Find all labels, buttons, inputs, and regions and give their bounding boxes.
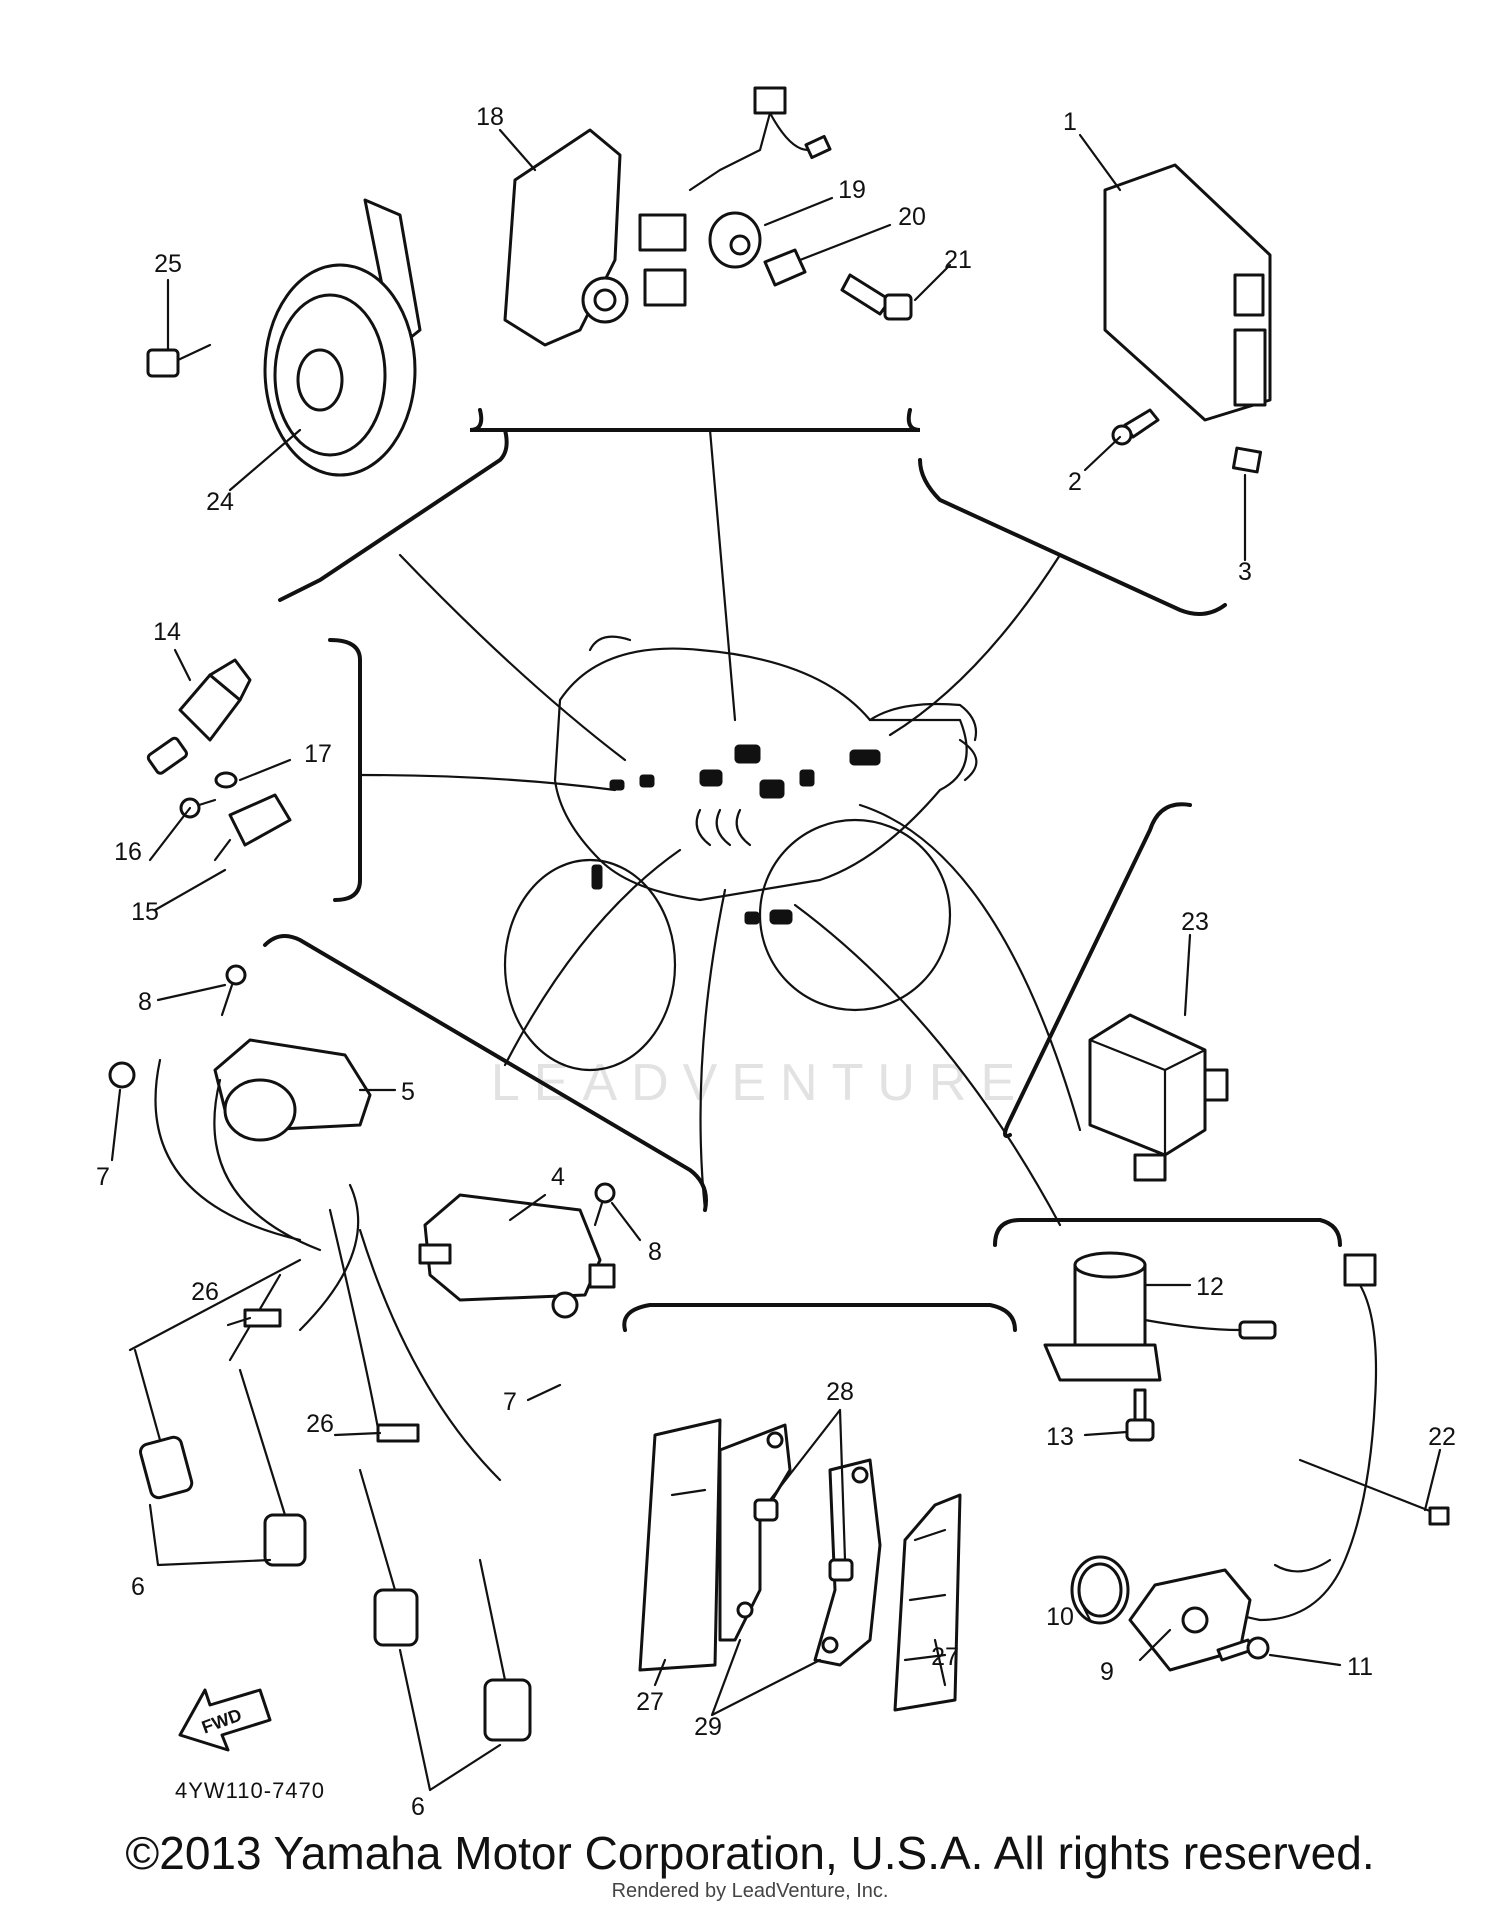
part-20-collar — [763, 248, 807, 287]
label-28: 28 — [826, 1378, 854, 1406]
part-6-plug-leads — [128, 1058, 532, 1742]
label-16: 16 — [114, 838, 142, 866]
part-24-horn — [263, 198, 422, 477]
label-12: 12 — [1196, 1273, 1224, 1301]
label-21: 21 — [944, 246, 972, 274]
part-4-ignition-coil — [418, 1193, 616, 1302]
label-6a: 6 — [131, 1573, 145, 1601]
part-10-oring — [1070, 1555, 1130, 1625]
label-24: 24 — [206, 488, 234, 516]
label-27a: 27 — [636, 1688, 664, 1716]
label-20: 20 — [898, 203, 926, 231]
rendered-by-notice: Rendered by LeadVenture, Inc. — [611, 1880, 889, 1902]
diagram-code: 4YW110-7470 — [175, 1778, 325, 1803]
part-26-clamps — [243, 1308, 420, 1443]
label-10: 10 — [1046, 1603, 1074, 1631]
part-21-bolt — [840, 273, 913, 321]
leader-lines — [110, 128, 1442, 1792]
label-8a: 8 — [138, 988, 152, 1016]
part-23-relay — [1088, 1013, 1229, 1182]
fwd-arrow: FWD — [178, 1688, 272, 1752]
label-26a: 26 — [191, 1278, 219, 1306]
label-4: 4 — [551, 1163, 565, 1191]
label-22: 22 — [1428, 1423, 1456, 1451]
label-11: 11 — [1347, 1653, 1373, 1681]
part-1-module — [1103, 163, 1272, 422]
part-22-wire-harness — [1188, 1253, 1450, 1622]
copyright-notice: ©2013 Yamaha Motor Corporation, U.S.A. A… — [125, 1827, 1375, 1879]
part-15-sensor — [213, 793, 292, 862]
part-18-unit — [503, 86, 832, 347]
part-27-reflector-left — [638, 1418, 722, 1672]
part-25-bolt — [146, 343, 212, 378]
part-3-nut — [1231, 446, 1263, 474]
label-6b: 6 — [411, 1793, 425, 1821]
part-12-sender — [1043, 1251, 1277, 1382]
part-11-bolt — [1216, 1636, 1270, 1662]
part-13-bolt — [1125, 1388, 1155, 1442]
part-9-sensor — [1128, 1568, 1252, 1672]
label-13: 13 — [1046, 1423, 1074, 1451]
part-28-nuts — [753, 1498, 854, 1582]
label-8b: 8 — [648, 1238, 662, 1266]
label-1: 1 — [1063, 108, 1077, 136]
part-19-grommet — [708, 211, 762, 269]
part-27-reflector-right — [893, 1493, 962, 1712]
label-3: 3 — [1238, 558, 1252, 586]
group-brackets — [263, 408, 1342, 1332]
label-23: 23 — [1181, 908, 1209, 936]
watermark: LEADVENTURE — [491, 1054, 1029, 1112]
part-17-washer — [214, 771, 238, 789]
label-7a: 7 — [96, 1163, 110, 1191]
label-27b: 27 — [931, 1643, 959, 1671]
label-29: 29 — [694, 1713, 722, 1741]
part-2-screw — [1111, 408, 1160, 446]
label-9: 9 — [1100, 1658, 1114, 1686]
label-25: 25 — [154, 250, 182, 278]
label-2: 2 — [1068, 468, 1082, 496]
label-17: 17 — [304, 740, 332, 768]
label-18: 18 — [476, 103, 504, 131]
part-5-ignition-coil — [213, 1038, 372, 1142]
part-labels: 1 2 3 4 5 6 6 7 7 8 8 9 10 11 12 13 14 1… — [96, 103, 1456, 1821]
connector-curves — [358, 428, 1082, 1227]
part-8-screws — [220, 964, 616, 1227]
label-26b: 26 — [306, 1410, 334, 1438]
label-15: 15 — [131, 898, 159, 926]
label-14: 14 — [153, 618, 181, 646]
part-7-bolts — [108, 1061, 579, 1319]
part-14-sensor — [146, 658, 252, 775]
label-5: 5 — [401, 1078, 415, 1106]
label-7b: 7 — [503, 1388, 517, 1416]
label-19: 19 — [838, 176, 866, 204]
motorcycle-outline — [503, 635, 978, 1072]
